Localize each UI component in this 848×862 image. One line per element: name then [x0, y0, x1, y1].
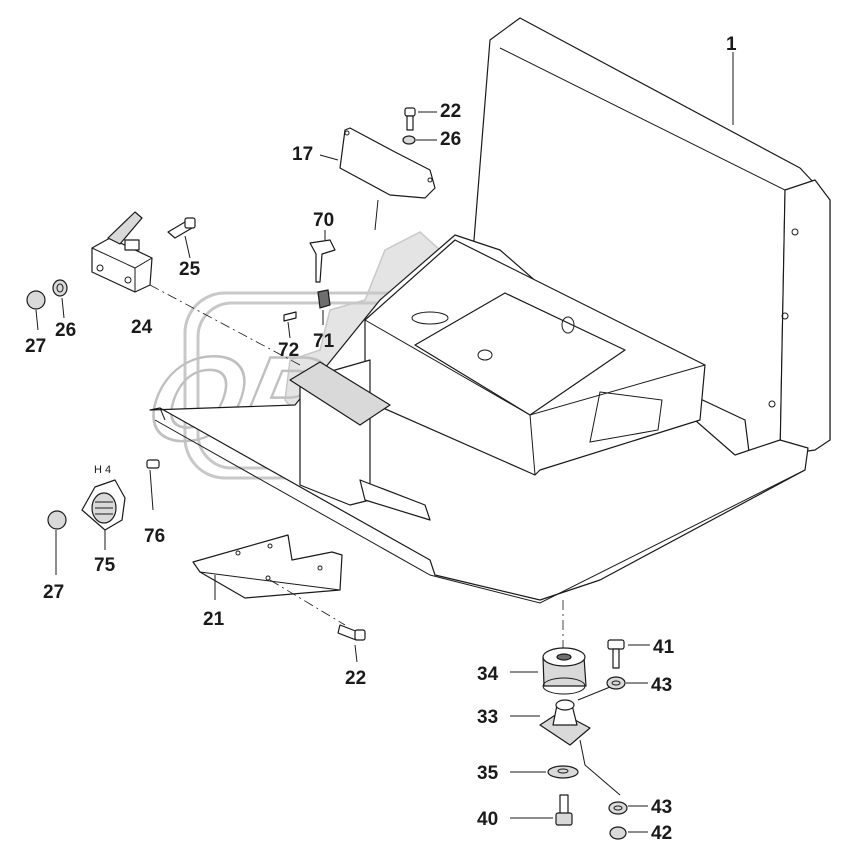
washer-43b	[608, 801, 648, 815]
label-21: 21	[203, 609, 225, 630]
label-22-bottom: 22	[345, 668, 366, 689]
battery-switch	[91, 211, 301, 366]
washer-43a	[606, 676, 648, 690]
label-26-top: 26	[440, 129, 461, 150]
label-76: 76	[144, 526, 165, 547]
label-27-bottom: 27	[43, 582, 64, 603]
label-24: 24	[131, 317, 153, 338]
console-bracket	[359, 479, 431, 521]
label-40: 40	[477, 809, 498, 830]
bolt-40	[510, 794, 573, 826]
clip-71	[317, 289, 331, 325]
screw-72	[283, 311, 297, 339]
label-75: 75	[94, 555, 116, 576]
washer-35	[510, 765, 579, 779]
nut-42	[609, 826, 648, 840]
label-42: 42	[651, 823, 672, 844]
label-22-top: 22	[440, 101, 461, 122]
label-43-top: 43	[651, 675, 672, 696]
label-43-bottom: 43	[651, 797, 672, 818]
console-plate	[289, 361, 391, 426]
label-35: 35	[477, 763, 499, 784]
washer-top	[402, 135, 437, 145]
nut-27a	[26, 290, 46, 331]
part-labels: 1 22 26 17 70 25 24 26 27 72 71 H 4 76 7…	[25, 34, 737, 844]
bolt-22b	[337, 624, 366, 663]
washer-26b	[52, 279, 68, 319]
label-h4: H 4	[94, 464, 111, 476]
screw-25	[167, 217, 196, 259]
indicator-75	[81, 479, 126, 550]
nut-27b	[47, 510, 67, 575]
label-27-top: 27	[25, 336, 46, 357]
label-70: 70	[313, 210, 334, 231]
label-71: 71	[313, 331, 335, 352]
label-33: 33	[477, 707, 498, 728]
label-34: 34	[477, 664, 499, 685]
bolt-41	[607, 639, 650, 669]
label-41: 41	[653, 637, 675, 658]
seat-cover-plate	[414, 292, 626, 416]
label-1: 1	[726, 34, 737, 55]
seat-base-frame	[149, 17, 831, 604]
bolt-top	[404, 107, 437, 131]
label-72: 72	[278, 340, 299, 361]
mount-33	[510, 684, 621, 796]
label-17: 17	[292, 144, 313, 165]
screw-76	[146, 459, 160, 511]
rubber-mount-34	[510, 647, 587, 695]
handle-70	[309, 239, 336, 283]
label-26-left: 26	[55, 320, 76, 341]
base-plate-edge	[154, 419, 806, 604]
label-25: 25	[179, 259, 201, 280]
bracket-21	[192, 534, 346, 626]
side-plate	[319, 127, 436, 199]
